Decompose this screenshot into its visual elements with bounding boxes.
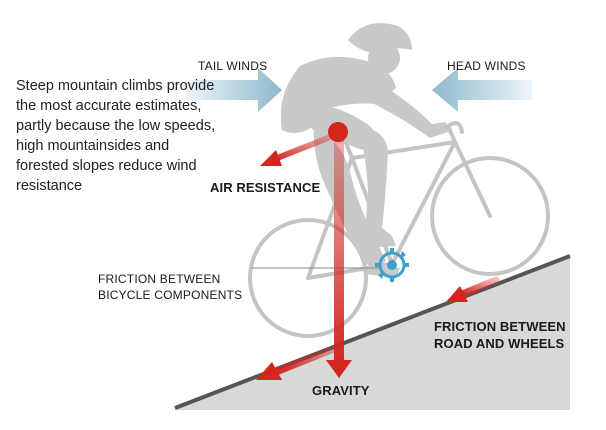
road-friction-arrow (446, 276, 500, 302)
description-text: Steep mountain climbs provide the most a… (16, 78, 216, 194)
center-of-mass-dot (328, 122, 348, 142)
gravity-arrow (326, 138, 352, 378)
air-resistance-label: AIR RESISTANCE (210, 180, 321, 195)
gravity-label: GRAVITY (312, 383, 370, 398)
rear-wheel (248, 218, 368, 338)
rider-arm (366, 80, 448, 138)
head-winds-arrow (432, 68, 532, 112)
rider-shoe (366, 262, 400, 278)
head-winds-label: HEAD WINDS (447, 59, 526, 73)
slope-edge (174, 254, 571, 410)
gear-icon (375, 248, 409, 282)
rider-leg-back (313, 128, 386, 270)
rider-leg-front (360, 128, 396, 248)
front-wheel (430, 156, 550, 276)
slope-gravity-arrow (256, 344, 340, 380)
air-resistance-arrow (260, 135, 331, 166)
tail-winds-label: TAIL WINDS (198, 59, 268, 73)
rider-silhouette (280, 23, 448, 278)
tail-winds-arrow (186, 68, 282, 112)
friction-road-label: FRICTION BETWEEN ROAD AND WHEELS (434, 319, 566, 351)
friction-components-label: FRICTION BETWEEN BICYCLE COMPONENTS (98, 272, 243, 302)
helmet (348, 23, 412, 53)
